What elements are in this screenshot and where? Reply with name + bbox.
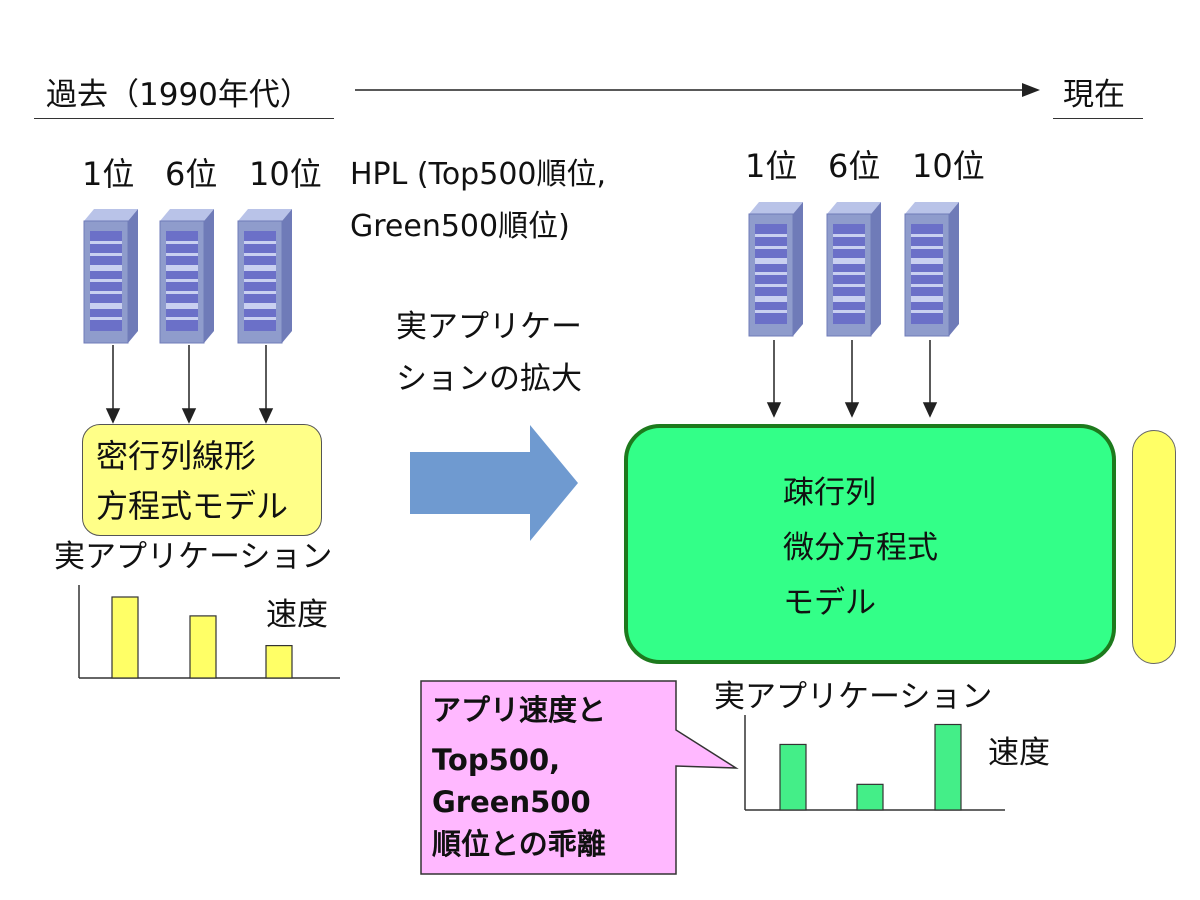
sparse-model-line3: モデル — [783, 585, 876, 621]
left-rank-10: 10位 — [249, 155, 322, 193]
left-speed-chart-bar — [111, 596, 139, 679]
yellow-capsule — [1132, 430, 1176, 664]
present-underline — [1053, 118, 1143, 119]
server-icon — [237, 209, 292, 344]
left-server-arrows — [105, 345, 274, 424]
expansion-line1: 実アプリケー — [396, 309, 582, 345]
dense-model-line1: 密行列線形 — [96, 437, 257, 475]
right-speed-chart-bar — [779, 743, 807, 811]
dense-model-line2: 方程式モデル — [96, 487, 289, 525]
right-servers — [748, 202, 959, 337]
timeline-arrowhead — [1022, 83, 1040, 97]
left-chart-bars — [111, 596, 293, 679]
hpl-label-line1: HPL (Top500順位, — [350, 157, 607, 192]
server-icon — [159, 209, 214, 344]
right-speed-label: 速度 — [988, 735, 1050, 771]
server-icon — [826, 202, 881, 337]
right-app-label: 実アプリケーション — [714, 679, 993, 715]
callout-line1: アプリ速度と — [432, 693, 607, 727]
dense-matrix-model-box — [82, 424, 322, 536]
sparse-model-line2: 微分方程式 — [783, 530, 938, 566]
callout-line4: 順位との乖離 — [432, 827, 606, 861]
callout-bubble — [420, 680, 739, 875]
left-speed-chart-bar — [189, 615, 217, 679]
callout-line3: Green500 — [432, 785, 591, 819]
server-icon — [83, 209, 138, 344]
right-chart-bars — [779, 723, 962, 811]
right-rank-1: 1位 — [745, 147, 798, 185]
past-label: 過去（1990年代） — [46, 77, 311, 113]
callout-line2: Top500, — [432, 743, 561, 777]
sparse-matrix-model-box — [624, 424, 1116, 664]
hpl-label-line2: Green500順位) — [350, 209, 570, 244]
left-rank-1: 1位 — [82, 155, 135, 193]
left-speed-chart-bar — [265, 644, 293, 679]
left-app-label: 実アプリケーション — [54, 539, 333, 575]
left-rank-6: 6位 — [165, 155, 218, 193]
present-label: 現在 — [1063, 77, 1125, 113]
right-rank-10: 10位 — [912, 147, 985, 185]
server-icon — [748, 202, 803, 337]
expansion-arrow — [410, 425, 578, 541]
right-server-arrows — [766, 340, 938, 418]
left-speed-label: 速度 — [266, 597, 328, 633]
right-speed-chart-bar — [934, 723, 962, 811]
past-underline — [34, 118, 334, 119]
right-speed-chart-bar — [856, 783, 884, 811]
right-rank-6: 6位 — [828, 147, 881, 185]
expansion-line2: ションの拡大 — [396, 361, 582, 397]
sparse-model-line1: 疎行列 — [783, 475, 876, 511]
left-servers — [83, 209, 292, 344]
server-icon — [904, 202, 959, 337]
